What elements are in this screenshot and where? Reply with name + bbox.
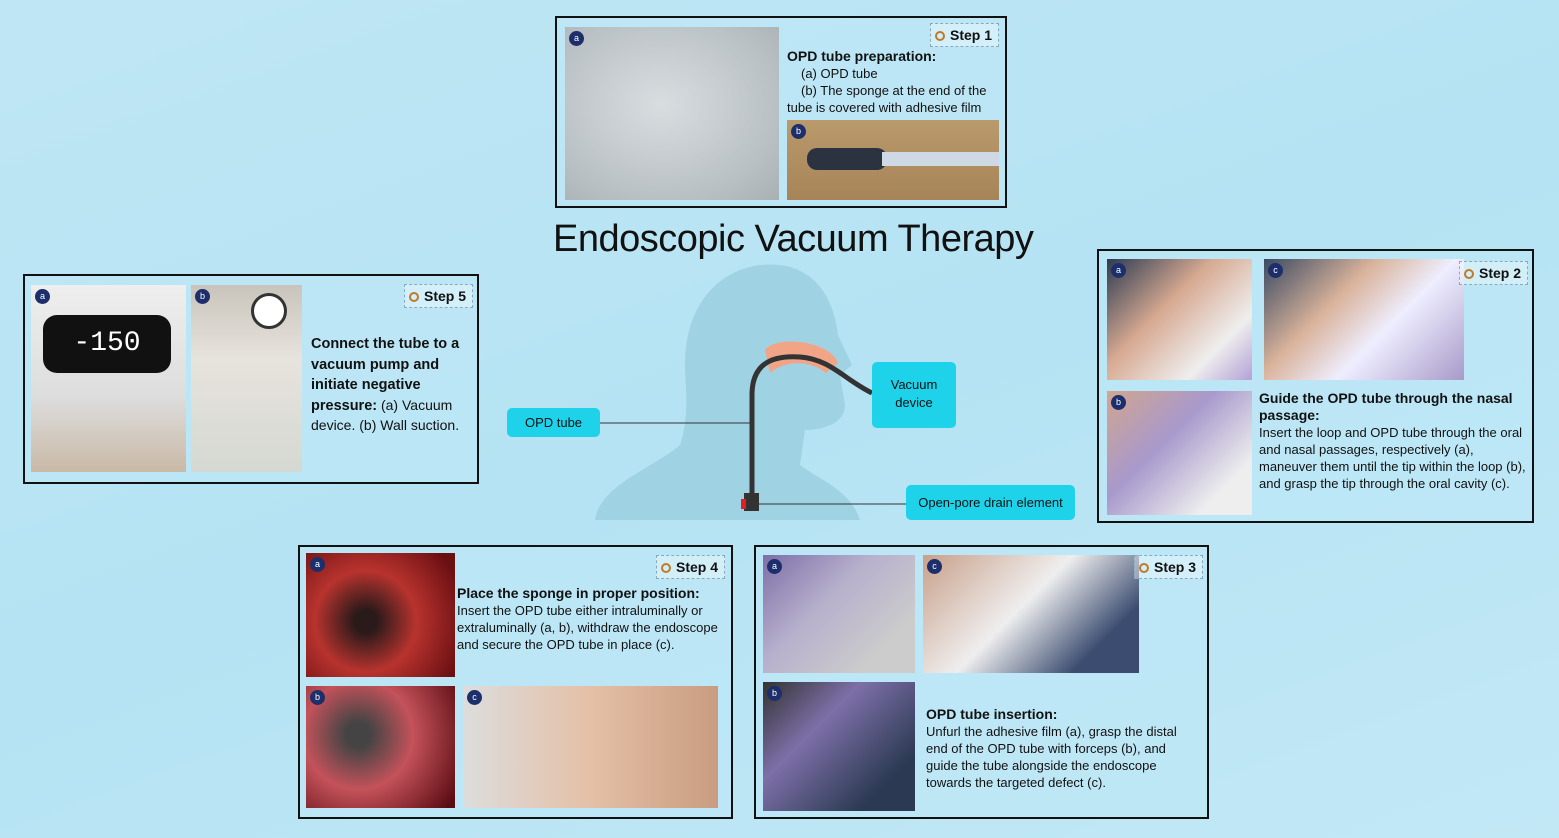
label-opd-tube: OPD tube <box>507 408 600 437</box>
step5-text: Connect the tube to a vacuum pump and in… <box>311 336 460 433</box>
photo-badge: b <box>791 124 806 139</box>
photo-badge: a <box>35 289 50 304</box>
photo-step4-c: c <box>463 686 718 808</box>
label-vacuum-device: Vacuum device <box>872 362 956 428</box>
label-drain-element: Open-pore drain element <box>906 485 1075 520</box>
drain-element <box>744 493 759 511</box>
step1-text: OPD tube preparation: (a) OPD tube (b) T… <box>787 48 987 115</box>
vacuum-display: -150 <box>43 315 171 373</box>
photo-badge: a <box>569 31 584 46</box>
photo-badge: b <box>767 686 782 701</box>
photo-badge: b <box>195 289 210 304</box>
photo-badge: a <box>310 557 325 572</box>
photo-badge: b <box>310 690 325 705</box>
head-tube-diagram <box>595 264 906 520</box>
step2-panel: a c b Step 2 Guide the OPD tube through … <box>1097 249 1534 523</box>
step3-panel: a c b Step 3 OPD tube insertion:Unfurl t… <box>754 545 1209 819</box>
photo-opd-tube: a <box>565 27 779 200</box>
photo-badge: a <box>767 559 782 574</box>
photo-step3-c: c <box>923 555 1139 673</box>
step-badge: Step 4 <box>655 555 725 579</box>
head-silhouette <box>595 264 860 520</box>
opd-tube-line <box>749 354 874 510</box>
photo-vacuum-device: a -150 <box>31 285 186 472</box>
photo-step4-b: b <box>306 686 455 808</box>
step5-panel: a -150 b Step 5 Connect the tube to a vac… <box>23 274 479 484</box>
photo-step2-c: c <box>1264 259 1464 380</box>
step2-text: Guide the OPD tube through the nasal pas… <box>1259 390 1526 491</box>
step4-panel: a b c Step 4 Place the sponge in proper … <box>298 545 733 819</box>
photo-badge: c <box>1268 263 1283 278</box>
photo-badge: c <box>927 559 942 574</box>
page-title: Endoscopic Vacuum Therapy <box>553 218 1034 260</box>
photo-step2-a: a <box>1107 259 1252 380</box>
step3-text: OPD tube insertion:Unfurl the adhesive f… <box>926 706 1177 790</box>
photo-badge: c <box>467 690 482 705</box>
photo-wall-suction: b <box>191 285 302 472</box>
step-badge: Step 5 <box>403 284 473 308</box>
photo-step3-b: b <box>763 682 915 811</box>
photo-badge: b <box>1111 395 1126 410</box>
photo-step3-a: a <box>763 555 915 673</box>
step1-panel: a b Step 1 OPD tube preparation: (a) OPD… <box>555 16 1007 208</box>
step-badge: Step 1 <box>929 23 999 47</box>
step-badge: Step 3 <box>1133 555 1203 579</box>
photo-badge: a <box>1111 263 1126 278</box>
step-badge: Step 2 <box>1458 261 1528 285</box>
step4-text: Place the sponge in proper position:Inse… <box>457 585 718 652</box>
photo-sponge: b <box>787 120 999 200</box>
photo-step2-b: b <box>1107 391 1252 515</box>
photo-step4-a: a <box>306 553 455 677</box>
